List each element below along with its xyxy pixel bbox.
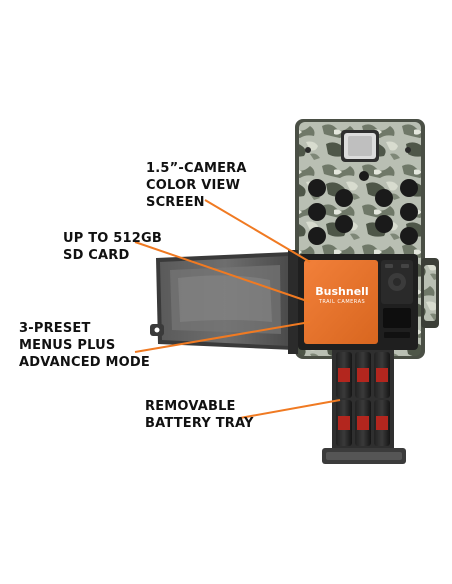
callout-line: UP TO 512GB bbox=[63, 231, 162, 246]
battery-tray bbox=[322, 350, 406, 464]
callout-line: SD CARD bbox=[63, 248, 130, 263]
battery-icon bbox=[336, 352, 390, 446]
orange-panel bbox=[304, 260, 378, 344]
callout-line: COLOR VIEW bbox=[146, 178, 241, 193]
callout-line: REMOVABLE bbox=[145, 399, 236, 414]
brand-subtitle: TRAIL CAMERAS bbox=[318, 299, 366, 305]
callout-line: 1.5”-CAMERA bbox=[146, 161, 247, 176]
callout-line: BATTERY TRAY bbox=[145, 416, 254, 431]
callout-line: ADVANCED MODE bbox=[19, 355, 150, 370]
inner-control-panel bbox=[298, 254, 418, 350]
callout-line: MENUS PLUS bbox=[19, 338, 116, 353]
callout-lines bbox=[134, 199, 341, 419]
callout-color-view-screen: 1.5”-CAMERA COLOR VIEW SCREEN bbox=[146, 160, 247, 211]
ir-led-array bbox=[308, 179, 418, 245]
callout-preset-menus: 3-PRESET MENUS PLUS ADVANCED MODE bbox=[19, 320, 150, 371]
light-sensor-icon bbox=[405, 147, 411, 153]
brand-logo: Bushnell bbox=[315, 285, 369, 298]
callout-line: 3-PRESET bbox=[19, 321, 91, 336]
sd-card-slot bbox=[384, 332, 410, 338]
callout-battery-tray: REMOVABLE BATTERY TRAY bbox=[145, 398, 254, 432]
open-door bbox=[150, 250, 298, 354]
camera-lens-icon bbox=[359, 171, 369, 181]
color-view-screen bbox=[383, 308, 411, 328]
callout-sd-card: UP TO 512GB SD CARD bbox=[63, 230, 162, 264]
callout-line: SCREEN bbox=[146, 195, 205, 210]
